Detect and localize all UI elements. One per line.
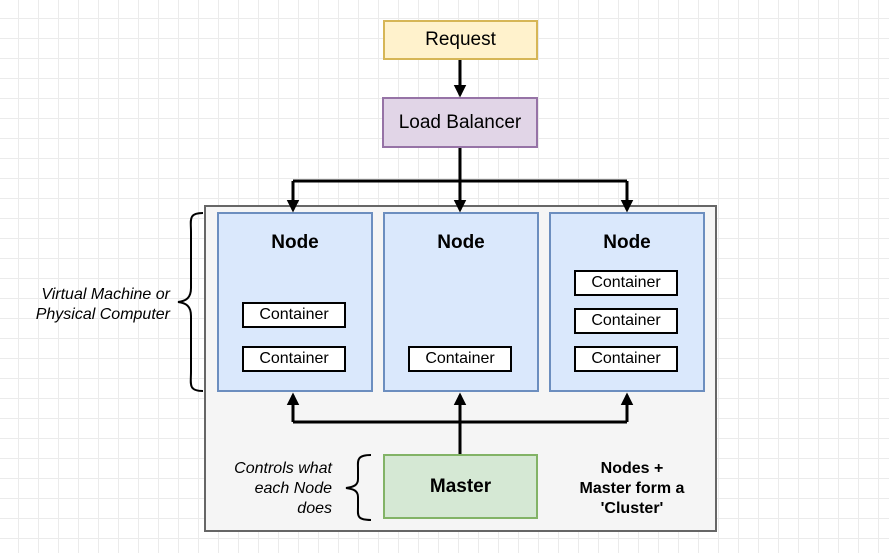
controls-annotation: Controls what each Node does bbox=[210, 459, 332, 519]
load-balancer-label: Load Balancer bbox=[398, 111, 522, 133]
container-box[interactable]: Container bbox=[242, 346, 346, 372]
container-box[interactable]: Container bbox=[242, 302, 346, 328]
container-box[interactable]: Container bbox=[574, 270, 678, 296]
master-box[interactable]: Master bbox=[383, 454, 538, 519]
request-box[interactable]: Request bbox=[383, 20, 538, 60]
request-label: Request bbox=[425, 29, 496, 50]
container-box[interactable]: Container bbox=[574, 308, 678, 334]
cluster-annotation-line1: Nodes + bbox=[600, 460, 664, 477]
cluster-annotation-line3: 'Cluster' bbox=[600, 500, 664, 517]
cluster-annotation-line2: Master form a bbox=[579, 480, 685, 497]
container-label: Container bbox=[591, 312, 661, 329]
container-box[interactable]: Container bbox=[408, 346, 512, 372]
vm-annotation-line1: Virtual Machine or bbox=[41, 286, 170, 303]
controls-annotation-line2: each Node bbox=[254, 480, 332, 497]
vm-annotation-line2: Physical Computer bbox=[35, 306, 170, 323]
node-title-3: Node bbox=[603, 232, 651, 253]
container-label: Container bbox=[591, 274, 661, 291]
node-title-2: Node bbox=[437, 232, 485, 253]
vm-annotation: Virtual Machine or Physical Computer bbox=[20, 285, 170, 325]
vm-brace bbox=[177, 212, 204, 392]
controls-annotation-line3: does bbox=[297, 500, 332, 517]
cluster-annotation: Nodes + Master form a 'Cluster' bbox=[568, 459, 696, 519]
container-label: Container bbox=[259, 306, 329, 323]
container-label: Container bbox=[425, 350, 495, 367]
master-label: Master bbox=[429, 475, 492, 497]
container-label: Container bbox=[259, 350, 329, 367]
load-balancer-box[interactable]: Load Balancer bbox=[382, 97, 538, 148]
node-title-1: Node bbox=[271, 232, 319, 253]
container-label: Container bbox=[591, 350, 661, 367]
container-box[interactable]: Container bbox=[574, 346, 678, 372]
controls-annotation-line1: Controls what bbox=[234, 460, 332, 477]
